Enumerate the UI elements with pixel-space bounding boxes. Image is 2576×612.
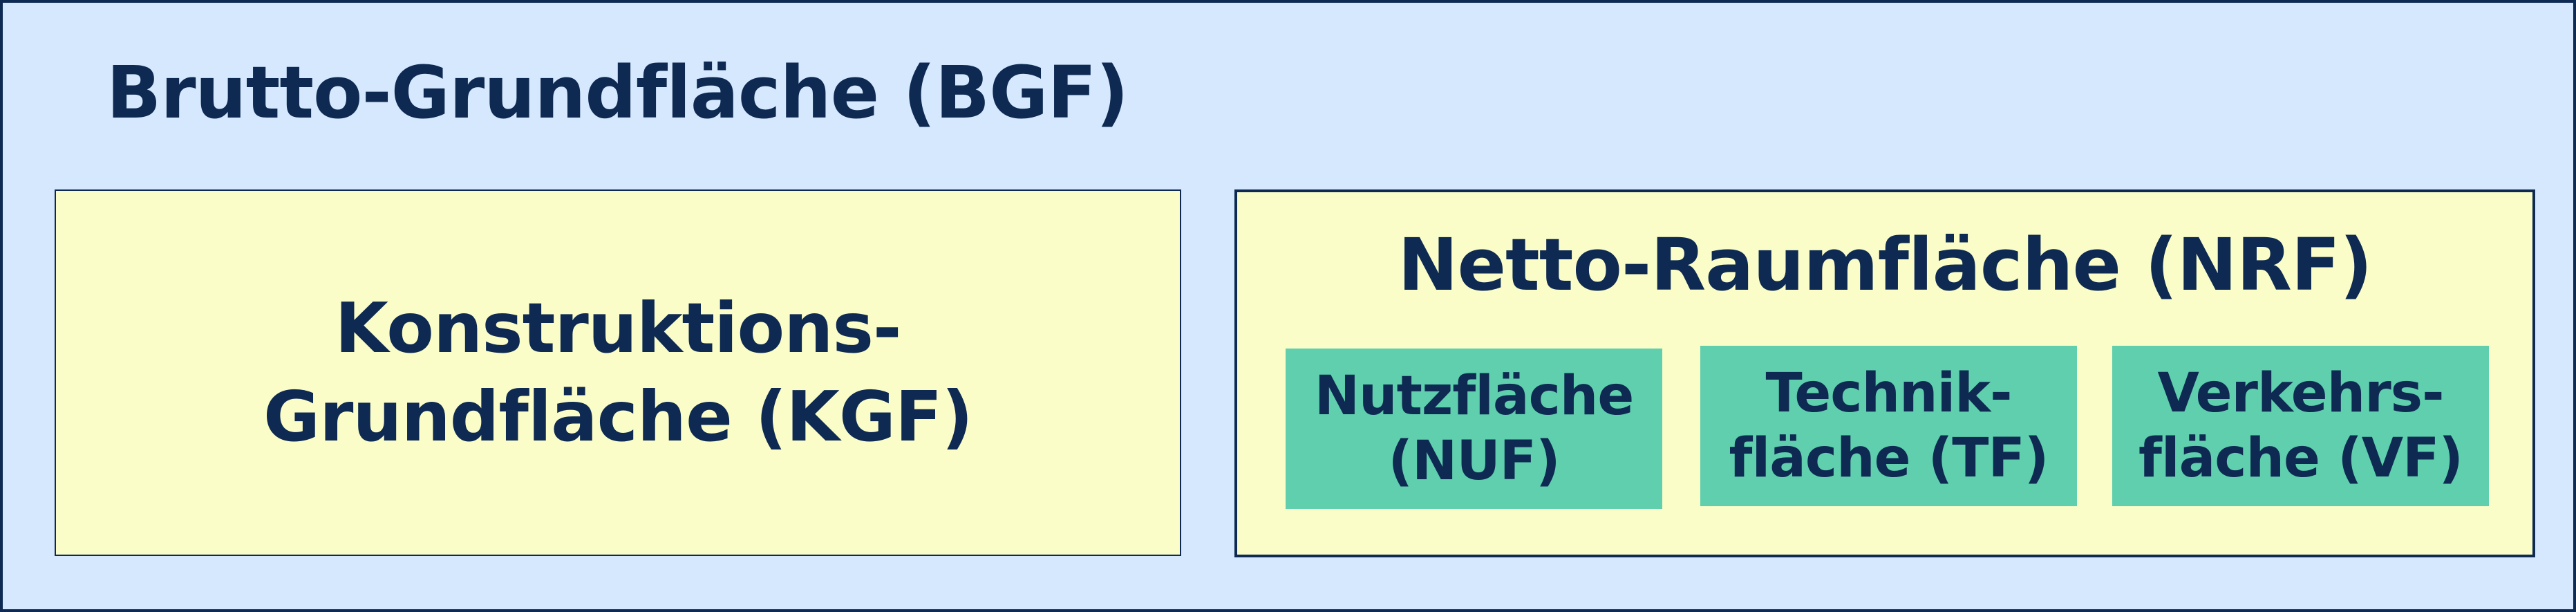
kgf-label: Konstruktions- Grundfläche (KGF): [263, 288, 973, 457]
bgf-title: Brutto-Grundfläche (BGF): [106, 50, 1129, 135]
nuf-box: Nutzfläche (NUF): [1286, 349, 1662, 509]
vf-label: Verkehrs- fläche (VF): [2138, 362, 2463, 490]
nrf-box: Netto-Raumfläche (NRF) Nutzfläche (NUF) …: [1234, 189, 2535, 557]
tf-label: Technik- fläche (TF): [1729, 362, 2049, 490]
nuf-label: Nutzfläche (NUF): [1314, 365, 1634, 492]
kgf-box: Konstruktions- Grundfläche (KGF): [55, 189, 1181, 556]
tf-box: Technik- fläche (TF): [1700, 346, 2077, 506]
vf-box: Verkehrs- fläche (VF): [2112, 346, 2489, 506]
nrf-title: Netto-Raumfläche (NRF): [1398, 223, 2372, 307]
